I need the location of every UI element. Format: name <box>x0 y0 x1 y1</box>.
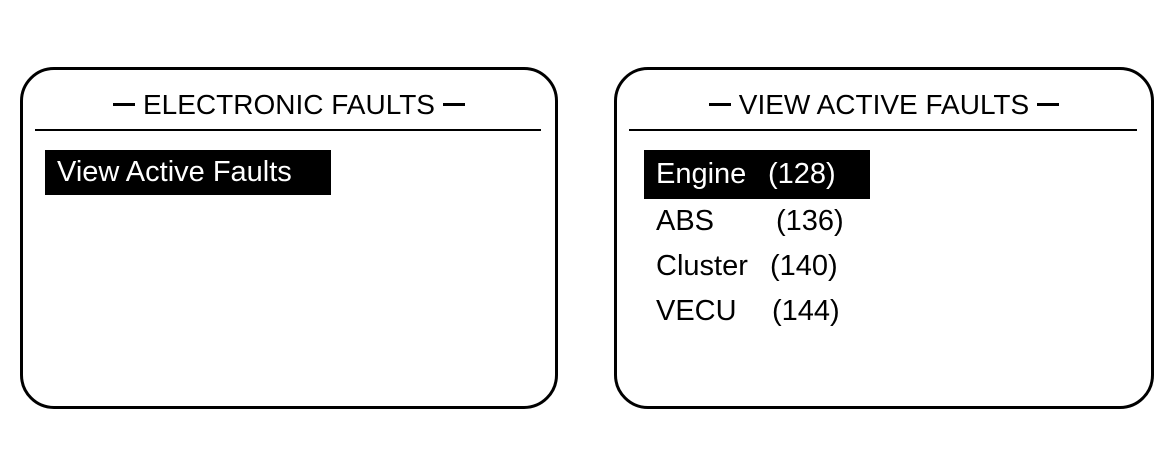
menu-item-name: ABS <box>656 205 715 237</box>
title-divider <box>35 129 541 131</box>
title-dash-right <box>1037 103 1060 107</box>
menu-item-view-active-faults[interactable]: View Active Faults <box>45 150 331 195</box>
screen-title: VIEW ACTIVE FAULTS <box>617 88 1151 122</box>
menu-item-code: (128) <box>768 158 836 190</box>
menu-item-code: (144) <box>772 295 840 327</box>
view-active-faults-screen: VIEW ACTIVE FAULTS Engine (128) ABS (136… <box>614 67 1154 409</box>
menu-item-code: (140) <box>770 250 838 282</box>
title-dash-right <box>442 103 465 107</box>
electronic-faults-menu: View Active Faults <box>45 150 555 195</box>
screen-title: ELECTRONIC FAULTS <box>23 88 555 122</box>
screen-title-text: ELECTRONIC FAULTS <box>143 89 435 120</box>
menu-item-code: (136) <box>776 205 844 237</box>
title-dash-left <box>113 103 135 107</box>
title-divider <box>629 129 1137 131</box>
menu-item-name: Engine <box>656 158 747 190</box>
title-dash-left <box>708 103 731 107</box>
menu-item-label: View Active Faults <box>57 156 292 188</box>
menu-item-cluster[interactable]: Cluster (140) <box>644 244 1151 289</box>
menu-item-engine[interactable]: Engine (128) <box>644 150 870 199</box>
screen-title-text: VIEW ACTIVE FAULTS <box>738 89 1030 120</box>
menu-item-name: VECU <box>656 295 737 327</box>
active-faults-menu: Engine (128) ABS (136) Cluster (140) VEC… <box>644 150 1151 334</box>
menu-item-vecu[interactable]: VECU (144) <box>644 289 1151 334</box>
electronic-faults-screen: ELECTRONIC FAULTS View Active Faults <box>20 67 558 409</box>
menu-item-name: Cluster <box>656 250 748 282</box>
menu-item-abs[interactable]: ABS (136) <box>644 199 1151 244</box>
